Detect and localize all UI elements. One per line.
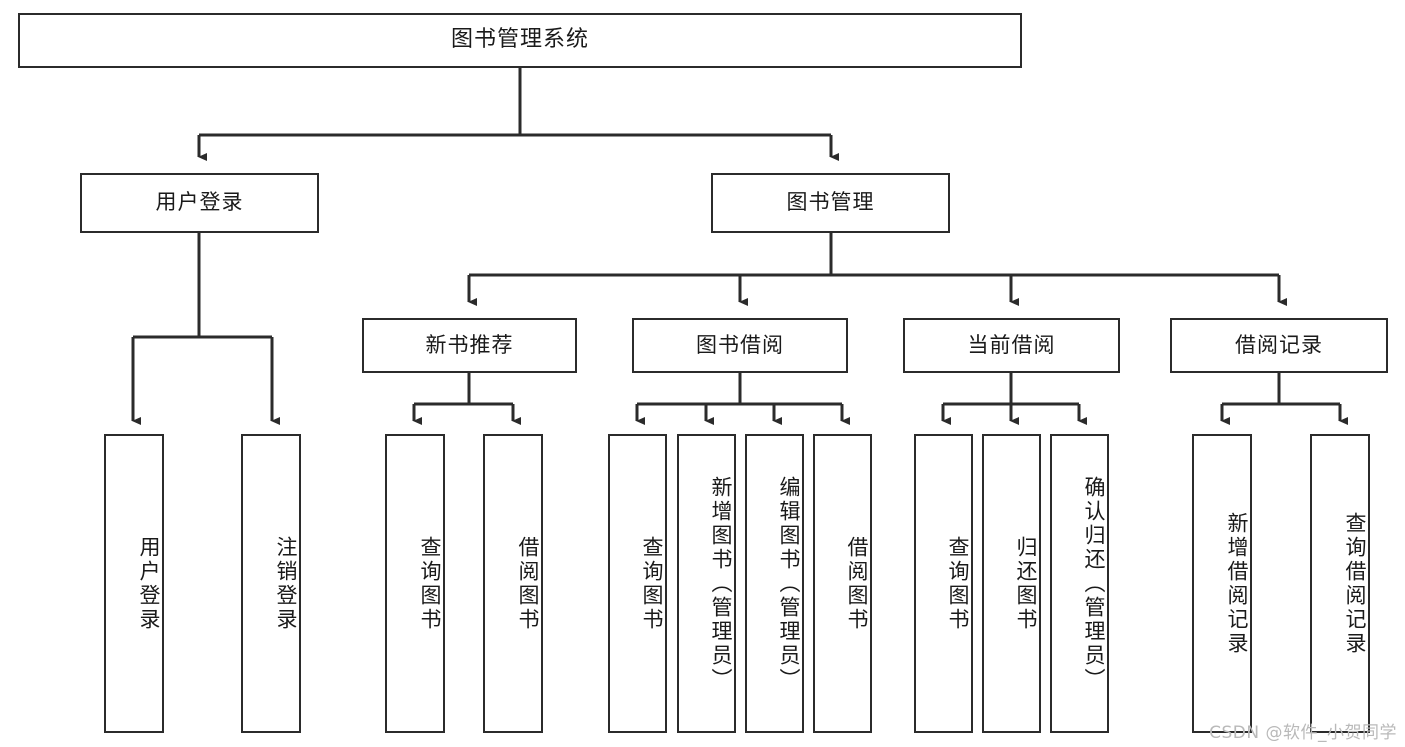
leaf-query-book-current[interactable]: 查询图书 xyxy=(914,434,973,733)
node-label: 查询图书 xyxy=(418,535,442,632)
leaf-add-borrowing-record[interactable]: 新增借阅记录 xyxy=(1192,434,1252,733)
node-label: 借阅图书 xyxy=(845,535,869,632)
node-borrowing-record[interactable]: 借阅记录 xyxy=(1170,318,1388,373)
node-label: 用户登录 xyxy=(155,190,244,215)
node-label: 编辑图书（管理员） xyxy=(777,475,801,692)
leaf-query-book-new-recommendation[interactable]: 查询图书 xyxy=(385,434,445,733)
leaf-return-book[interactable]: 归还图书 xyxy=(982,434,1041,733)
node-label: 注销登录 xyxy=(274,535,298,632)
leaf-edit-book-admin[interactable]: 编辑图书（管理员） xyxy=(745,434,804,733)
leaf-add-book-admin[interactable]: 新增图书（管理员） xyxy=(677,434,736,733)
node-book-management[interactable]: 图书管理 xyxy=(711,173,950,233)
node-label: 新增图书（管理员） xyxy=(709,475,733,692)
node-book-borrowing[interactable]: 图书借阅 xyxy=(632,318,848,373)
node-new-book-recommendation[interactable]: 新书推荐 xyxy=(362,318,577,373)
node-label: 查询借阅记录 xyxy=(1343,511,1367,656)
leaf-borrow-book-new-recommendation[interactable]: 借阅图书 xyxy=(483,434,543,733)
node-label: 新书推荐 xyxy=(425,332,514,357)
node-user-login[interactable]: 用户登录 xyxy=(80,173,319,233)
leaf-user-login[interactable]: 用户登录 xyxy=(104,434,164,733)
node-label: 当前借阅 xyxy=(967,332,1056,357)
leaf-query-borrowing-record[interactable]: 查询借阅记录 xyxy=(1310,434,1370,733)
node-label: 借阅图书 xyxy=(516,535,540,632)
node-label: 图书管理 xyxy=(786,190,875,215)
leaf-query-book-borrowing[interactable]: 查询图书 xyxy=(608,434,667,733)
csdn-watermark: CSDN @软件_小贺同学 xyxy=(1209,723,1397,743)
node-label: 确认归还（管理员） xyxy=(1082,475,1106,692)
node-root-book-management-system[interactable]: 图书管理系统 xyxy=(18,13,1022,68)
node-label: 图书管理系统 xyxy=(450,27,589,53)
leaf-confirm-return-admin[interactable]: 确认归还（管理员） xyxy=(1050,434,1109,733)
node-label: 图书借阅 xyxy=(696,332,784,357)
node-label: 归还图书 xyxy=(1014,535,1038,632)
node-label: 查询图书 xyxy=(640,535,664,632)
node-label: 用户登录 xyxy=(137,535,161,632)
node-label: 查询图书 xyxy=(946,535,970,632)
node-label: 新增借阅记录 xyxy=(1225,511,1249,656)
node-current-borrowing[interactable]: 当前借阅 xyxy=(903,318,1120,373)
leaf-borrow-book-borrowing[interactable]: 借阅图书 xyxy=(813,434,872,733)
node-label: 借阅记录 xyxy=(1235,332,1323,357)
leaf-logout-login[interactable]: 注销登录 xyxy=(241,434,301,733)
